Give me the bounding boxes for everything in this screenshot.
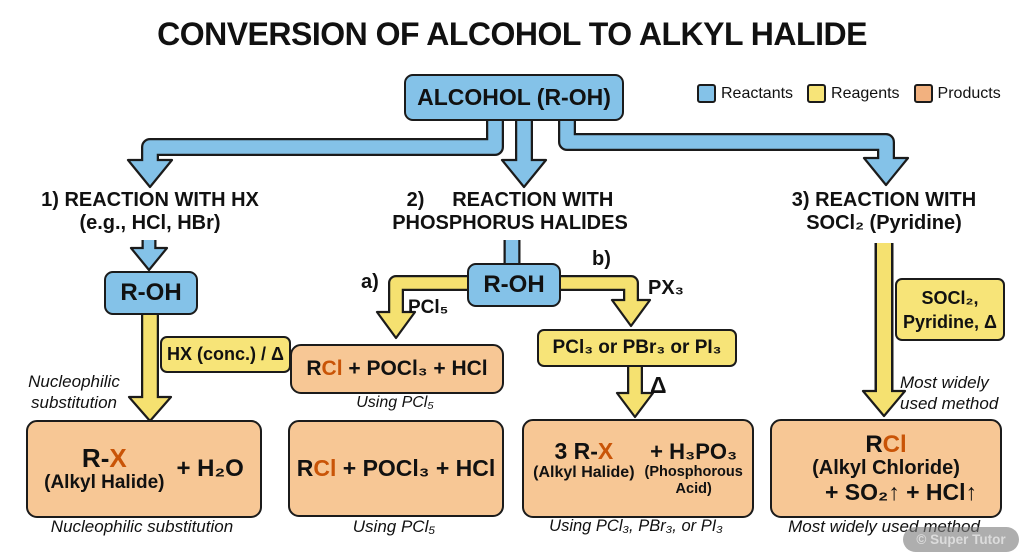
branch2a-product-box: RCl + POCl₃ + HCl xyxy=(288,420,504,517)
product-sublabel: (Alkyl Halide) xyxy=(533,464,635,481)
legend-item-reagents: Reagents xyxy=(807,84,900,103)
product-formula-rest: + POCl₃ + HCl xyxy=(342,357,488,380)
arrow-branch2b xyxy=(552,275,652,328)
legend-item-reactants: Reactants xyxy=(697,84,793,103)
product-sublabel: (Alkyl Chloride) xyxy=(812,457,960,479)
branch2a-reagent-label: PCl₅ xyxy=(408,297,449,318)
branch3-reagent-box: SOCl₂, Pyridine, Δ xyxy=(895,278,1005,341)
watermark-badge: © Super Tutor xyxy=(903,527,1019,552)
branch2a-product-box-top: RCl + POCl₃ + HCl xyxy=(290,344,504,394)
branch3-product-box: RCl (Alkyl Chloride) + SO₂↑ + HCl↑ xyxy=(770,419,1002,518)
page-title: CONVERSION OF ALCOHOL TO ALKYL HALIDE xyxy=(157,16,867,52)
arrow-branch3-reagent xyxy=(861,243,907,418)
branch2b-label: b) xyxy=(592,248,611,270)
branch1-product-box: R-X (Alkyl Halide) + H₂O xyxy=(26,420,262,518)
arrow-branch2b-delta xyxy=(615,366,655,419)
byproducts: + SO₂↑ + HCl↑ xyxy=(824,479,978,505)
product-formula: 3 R- xyxy=(554,438,598,464)
branch2a-caption: Using PCl₅ xyxy=(352,517,436,536)
branch1-caption: Nucleophilic substitution xyxy=(50,517,234,536)
branch1-reactant-box: R-OH xyxy=(104,271,198,315)
arrow-alcohol-to-branch2 xyxy=(500,115,548,189)
branch2b-product-box: 3 R-X (Alkyl Halide) + H₃PO₃ (Phosphorou… xyxy=(522,419,754,518)
arrow-branch1-heading-to-roh xyxy=(129,240,169,272)
reagents-swatch-icon xyxy=(807,84,827,103)
branch1-note: Nucleophilic substitution xyxy=(28,372,120,412)
arrow-alcohol-to-branch1 xyxy=(126,115,504,189)
chloride-accent: Cl xyxy=(313,455,337,481)
legend-label: Reagents xyxy=(831,84,900,102)
halide-accent: X xyxy=(109,443,127,473)
branch3-heading: 3) REACTION WITH SOCl₂ (Pyridine) xyxy=(791,189,977,234)
branch2b-reagent-box: PCl₃ or PBr₃ or PI₃ xyxy=(537,329,737,367)
branch3-note: Most widely used method xyxy=(900,373,999,413)
branch2a-caption-top: Using PCl₅ xyxy=(356,394,434,411)
branch2-reactant-box: R-OH xyxy=(467,263,561,307)
branch1-reagent-box: HX (conc.) / Δ xyxy=(160,336,291,373)
byproduct: + H₃PO₃ xyxy=(650,439,738,464)
branch1-heading: 1) REACTION WITH HX (e.g., HCl, HBr) xyxy=(41,189,259,234)
product-formula: R xyxy=(865,431,883,458)
branch2b-reagent-label: PX₃ xyxy=(648,277,684,299)
branch2a-label: a) xyxy=(361,271,379,293)
branch2b-caption: Using PCl₃, PBr₃, or PI₃ xyxy=(549,517,723,535)
chloride-accent: Cl xyxy=(321,357,343,380)
legend-label: Products xyxy=(937,84,1001,102)
product-formula-rest: + POCl₃ + HCl xyxy=(336,455,496,481)
legend: Reactants Reagents Products xyxy=(697,84,1001,103)
reactants-swatch-icon xyxy=(697,84,716,103)
chloride-accent: Cl xyxy=(882,431,907,458)
arrow-alcohol-to-branch3 xyxy=(558,115,910,187)
arrow-branch1-reagent xyxy=(127,312,173,423)
branch2b-delta-label: Δ xyxy=(650,372,667,398)
product-sublabel: (Alkyl Halide) xyxy=(44,472,165,493)
arrow-branch2a xyxy=(375,275,472,340)
alcohol-root-box: ALCOHOL (R-OH) xyxy=(404,74,624,121)
product-formula: R- xyxy=(81,443,110,473)
branch2-heading: 2) REACTION WITH PHOSPHORUS HALIDES xyxy=(392,189,628,234)
legend-item-products: Products xyxy=(913,84,1001,103)
halide-accent: X xyxy=(597,438,614,464)
byproduct: + H₂O xyxy=(176,455,244,482)
legend-label: Reactants xyxy=(721,84,794,102)
products-swatch-icon xyxy=(913,84,933,103)
product-formula: R xyxy=(306,357,322,380)
byproduct-sublabel: (Phosphorous Acid) xyxy=(644,464,743,497)
product-formula: R xyxy=(296,455,314,481)
